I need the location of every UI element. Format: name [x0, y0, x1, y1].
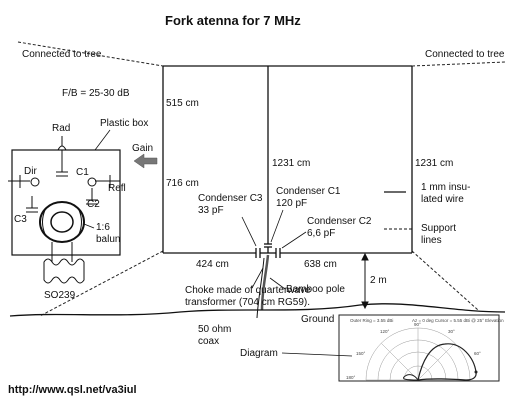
- so239-connector: [43, 258, 85, 284]
- condenser-c3-name: Condenser C3: [198, 193, 263, 204]
- condenser-c3-value: 33 pF: [198, 205, 224, 216]
- dir-label: Dir: [24, 166, 37, 177]
- so239-label: SO239: [44, 290, 76, 301]
- condenser-c2-name: Condenser C2: [307, 216, 372, 227]
- inset-tick-180: 180°: [346, 375, 356, 380]
- connected-to-tree-right-label: Connected to tree: [425, 49, 505, 60]
- legend-wire-line2: lated wire: [421, 194, 464, 205]
- inset-grid: [365, 327, 471, 381]
- rad-terminal: [57, 136, 67, 151]
- label-515cm: 515 cm: [166, 98, 199, 109]
- choke-label-line1: Choke made of quarterwave: [185, 285, 311, 296]
- fb-ratio-label: F/B = 25-30 dB: [62, 88, 130, 99]
- radiation-pattern-inset: Outer Ring = 3.55 dBi Az = 0 deg Cursor …: [338, 314, 504, 382]
- legend-support-line1: Support: [421, 223, 456, 234]
- refl-label: Refl: [108, 183, 126, 194]
- label-716cm: 716 cm: [166, 178, 199, 189]
- diagram-title: Fork atenna for 7 MHz: [165, 13, 301, 28]
- dir-connector: [30, 177, 40, 187]
- inset-tick-120: 120°: [380, 329, 390, 334]
- label-2m: 2 m: [370, 275, 387, 286]
- inset-header-left: Outer Ring = 3.55 dBi: [350, 318, 393, 323]
- inset-tick-30: 30°: [448, 329, 455, 334]
- support-line-bottom-left: [39, 250, 164, 317]
- grid-ray-45: [417, 342, 456, 381]
- coax-cable: [256, 257, 265, 319]
- grid-ray-135: [380, 342, 419, 381]
- antenna-wires: [162, 65, 413, 254]
- inset-frame: [338, 314, 500, 382]
- height-arrow-down: [361, 301, 369, 310]
- balun-label: balun: [96, 234, 120, 245]
- support-lines: [17, 41, 506, 317]
- plastic-box-label: Plastic box: [100, 118, 148, 129]
- pattern-cursor-marker: [474, 370, 478, 374]
- label-424cm: 424 cm: [196, 259, 229, 270]
- ground-line: [9, 303, 506, 317]
- diagram-inset-label: Diagram: [240, 348, 278, 359]
- label-1231cm-right: 1231 cm: [415, 158, 453, 169]
- balun-windings: [42, 209, 82, 235]
- support-line-bottom-right: [411, 250, 479, 311]
- bamboo-pointer: [269, 277, 286, 290]
- c3-label: C3: [14, 214, 27, 225]
- balun-toroid-outer: [39, 201, 85, 243]
- legend-support-line2: lines: [421, 235, 442, 246]
- condenser-c2-value: 6,6 pF: [307, 228, 335, 239]
- inset-tick-90: 90°: [414, 322, 421, 327]
- label-1231cm-center: 1231 cm: [272, 158, 310, 169]
- choke-label-line2: transformer (704 cm RG59).: [185, 297, 310, 308]
- gain-label: Gain: [132, 143, 153, 154]
- support-line-top-right: [411, 61, 506, 67]
- c2-label: C2: [87, 199, 100, 210]
- pattern-back-lobe: [402, 374, 419, 381]
- height-indicator: [361, 252, 369, 310]
- inset-header-right: Az = 0 deg Cursor = 5.55 dBi @ 25° Eleva…: [412, 318, 504, 323]
- inset-tick-60: 60°: [474, 351, 481, 356]
- condenser-c1-name: Condenser C1: [276, 186, 341, 197]
- diagram-pointer: [281, 352, 353, 357]
- plastic-box-schematic: Rad Plastic box C1 Dir Refl C3 C2 1:6 ba…: [8, 118, 148, 301]
- choke-pointer: [251, 267, 264, 289]
- coax-label-line2: coax: [198, 336, 219, 347]
- balun-ratio-label: 1:6: [96, 222, 110, 233]
- feed-capacitors: [255, 243, 281, 258]
- legend-wire-line1: 1 mm insu-: [421, 182, 470, 193]
- connected-to-tree-left-label: Connected to tree: [22, 49, 102, 60]
- c1-label: C1: [76, 167, 89, 178]
- gain-arrow: [133, 153, 158, 169]
- source-url: http://www.qsl.net/va3iul: [8, 384, 137, 396]
- plastic-box-pointer: [94, 129, 111, 151]
- bamboo-pole-label: Bamboo pole: [286, 284, 345, 295]
- height-arrow-up: [361, 252, 369, 261]
- rad-label: Rad: [52, 123, 70, 134]
- balun-pointer: [83, 223, 95, 229]
- ground-label: Ground: [301, 314, 334, 325]
- bamboo-pole: [260, 254, 270, 311]
- inset-tick-150: 150°: [356, 351, 366, 356]
- so239-leads: [51, 242, 73, 262]
- c3-pointer: [241, 216, 257, 247]
- condenser-c1-value: 120 pF: [276, 198, 307, 209]
- balun-toroid-inner: [50, 211, 74, 233]
- support-line-top-left: [17, 41, 164, 67]
- c2-pointer: [281, 231, 307, 249]
- label-638cm: 638 cm: [304, 259, 337, 270]
- c1-pointer: [270, 209, 284, 243]
- refl-connector: [87, 177, 97, 187]
- coax-label-line1: 50 ohm: [198, 324, 231, 335]
